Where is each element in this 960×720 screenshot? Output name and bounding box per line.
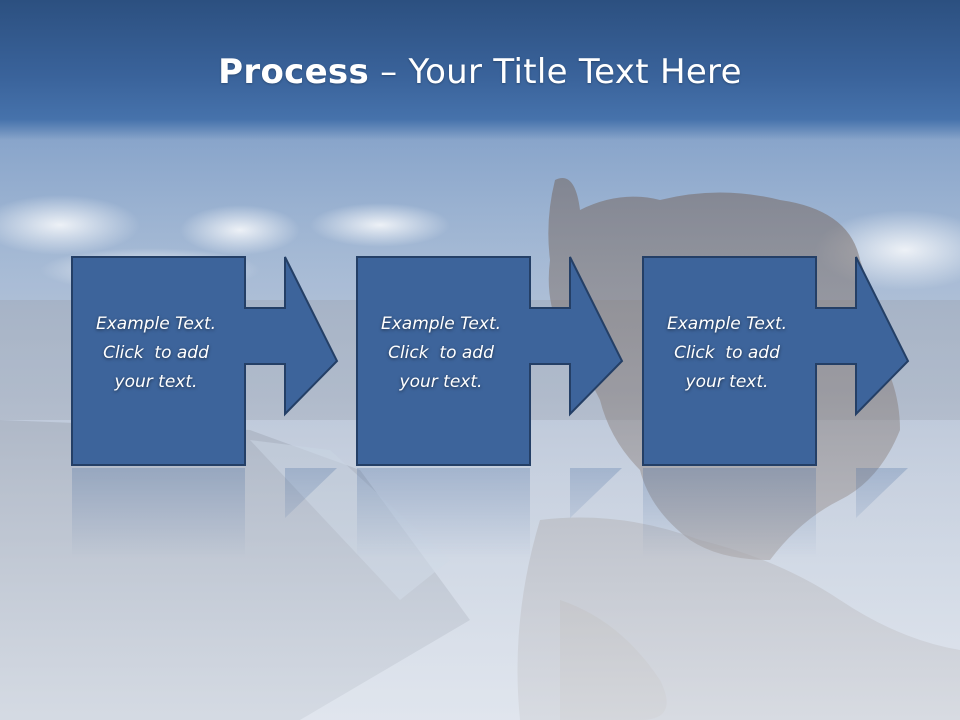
process-step-2[interactable]: Example Text. Click to add your text. [356,256,626,468]
step-text-line-2: Click to add [674,343,780,363]
step-text-line-2: Click to add [388,343,494,363]
step-text-line-3: your text. [685,372,769,392]
title-band [0,0,960,140]
step-text-line-2: Click to add [103,343,209,363]
slide-title[interactable]: Process – Your Title Text Here [0,52,960,92]
arrow-box-shape [71,256,339,466]
step-2-reflection [357,468,622,558]
title-rest: Your Title Text Here [408,52,742,92]
step-1-reflection [72,468,337,558]
process-step-3[interactable]: Example Text. Click to add your text. [642,256,912,468]
step-text[interactable]: Example Text. Click to add your text. [356,310,526,397]
title-dash: – [369,52,409,92]
arrow-box-shape [356,256,624,466]
title-bold: Process [218,52,370,92]
process-step-1[interactable]: Example Text. Click to add your text. [71,256,341,468]
step-3-reflection [643,468,908,558]
step-text-line-3: your text. [399,372,483,392]
step-text[interactable]: Example Text. Click to add your text. [71,310,241,397]
arrow-box-shape [642,256,910,466]
step-text-line-1: Example Text. [666,314,788,334]
step-text-line-1: Example Text. [95,314,217,334]
step-text[interactable]: Example Text. Click to add your text. [642,310,812,397]
step-text-line-3: your text. [114,372,198,392]
step-text-line-1: Example Text. [380,314,502,334]
